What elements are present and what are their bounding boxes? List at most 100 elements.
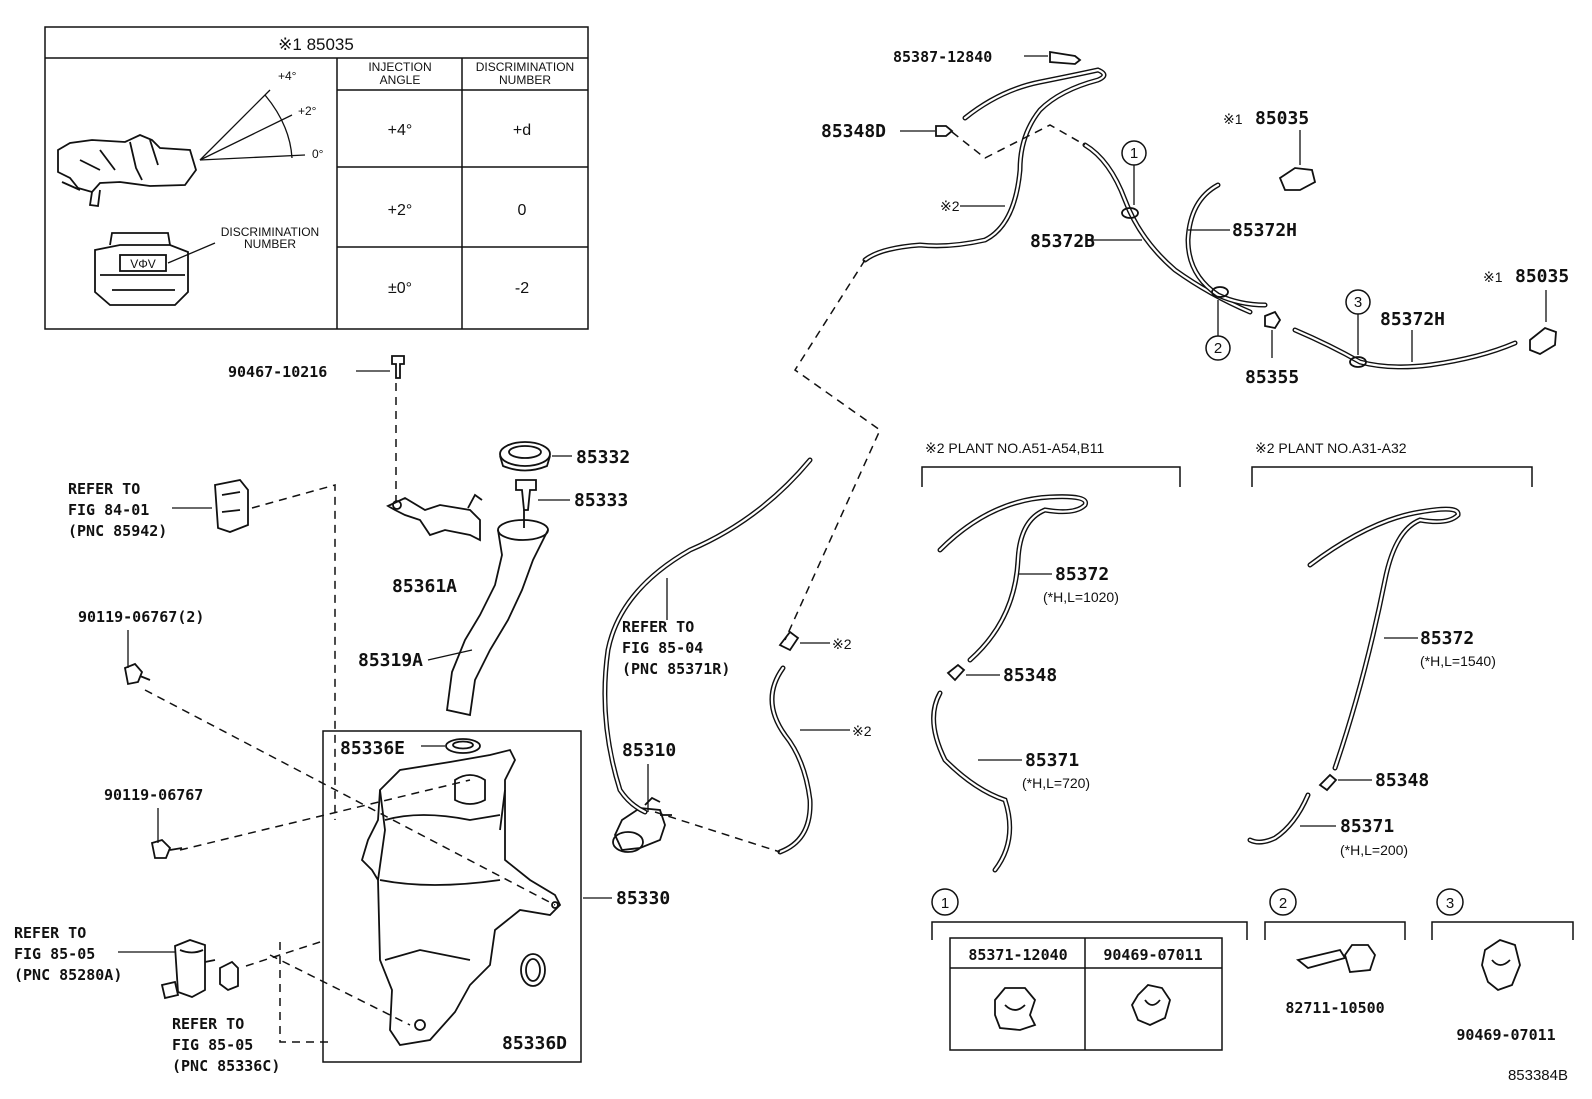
svg-text:3: 3 [1446,895,1454,912]
nozzle-85035-upper[interactable]: ※1 85035 [1223,108,1317,191]
svg-text:85330: 85330 [616,888,670,909]
clip-90469-07011: 90469-07011 [1103,946,1202,964]
plant-a-85372: 85372 [1055,564,1109,585]
inlet-pipe-85319a[interactable]: 85319A [358,510,549,717]
joint-85387-12840[interactable]: 85387-12840 [893,48,1082,66]
svg-text:REFER TO: REFER TO [68,480,140,498]
row-angle: +4° [388,122,413,139]
svg-text:(PNC 85371R): (PNC 85371R) [622,660,730,678]
plant-b-85371-note: (*H,L=200) [1340,842,1408,858]
plant-a-85372-note: (*H,L=1020) [1043,589,1119,605]
hose-center-85371: ※2 ※2 [769,630,872,855]
svg-text:FIG 85-05: FIG 85-05 [14,945,95,963]
svg-text:85372H: 85372H [1232,220,1297,241]
col-injection-angle: INJECTION [368,60,431,74]
svg-text:※2: ※2 [940,198,960,214]
ref-fig-85-05-grommet[interactable]: REFER TO FIG 85-05 (PNC 85336C) [172,1015,280,1075]
figure-id: 853384B [1508,1067,1568,1084]
svg-text:85333: 85333 [574,490,628,511]
svg-text:3: 3 [1354,294,1362,311]
svg-text:VΦV: VΦV [130,257,156,271]
plant-b-group: ※2 PLANT NO.A31-A32 85372 (*H,L=1540) 85… [1247,440,1533,858]
svg-text:90467-10216: 90467-10216 [228,363,327,381]
clip-85355[interactable]: 85355 [1245,310,1299,388]
plant-a-85371-note: (*H,L=720) [1022,775,1090,791]
row-disc: +d [513,122,531,139]
mark-2: ※2 [832,636,852,652]
nozzle-85035-right[interactable]: ※1 85035 [1483,266,1569,356]
svg-text:※1: ※1 [1483,269,1503,285]
washer-pump-85310[interactable]: 85310 [612,740,676,853]
ref-fig-85-05-pump[interactable]: REFER TO FIG 85-05 (PNC 85280A) [14,924,216,1000]
discrimination-number-label: DISCRIMINATION [221,225,319,239]
svg-text:ANGLE: ANGLE [380,73,421,87]
cap-85332[interactable]: 85332 [499,441,630,472]
part-85372b: 85372B [1030,231,1095,252]
svg-text:(PNC 85336C): (PNC 85336C) [172,1057,280,1075]
svg-text:90119-06767(2): 90119-06767(2) [78,608,204,626]
svg-text:1: 1 [1130,145,1138,162]
svg-text:85332: 85332 [576,447,630,468]
hose-ref-85371r [602,457,813,815]
svg-text:(PNC 85942): (PNC 85942) [68,522,167,540]
svg-text:85336D: 85336D [502,1033,567,1054]
injection-angle-detail: ※1 85035 INJECTION ANGLE DISCRIMINATION … [44,26,589,330]
svg-text:(PNC 85280A): (PNC 85280A) [14,966,122,984]
nozzle-check-85348d[interactable]: 85348D [821,121,954,142]
plant-b-85372-note: (*H,L=1540) [1420,653,1496,669]
ref-fig-84-01[interactable]: REFER TO FIG 84-01 (PNC 85942) [68,479,249,540]
clip-90469-07011-b: 90469-07011 [1456,1026,1555,1044]
svg-text:NUMBER: NUMBER [499,73,551,87]
svg-text:FIG 84-01: FIG 84-01 [68,501,149,519]
row-disc: -2 [515,280,529,297]
clip-85371-12040: 85371-12040 [968,946,1067,964]
gasket-85336e[interactable]: 85336E [340,738,481,759]
svg-text:85372H: 85372H [1380,309,1445,330]
clip-marker-2-upper: 2 [1205,286,1231,361]
svg-text:FIG 85-04: FIG 85-04 [622,639,703,657]
svg-text:85387-12840: 85387-12840 [893,48,992,66]
svg-text:FIG 85-05: FIG 85-05 [172,1036,253,1054]
grommet-85336d[interactable]: 85336D [502,953,567,1054]
svg-text:1: 1 [941,895,949,912]
tank-85330[interactable]: 85330 [360,748,670,1046]
row-angle: ±0° [388,280,412,297]
plant-a-title: ※2 PLANT NO.A51-A54,B11 [925,440,1105,456]
angle-label: +4° [278,69,297,83]
svg-text:85310: 85310 [622,740,676,761]
grommet-85336c [219,960,239,992]
svg-text:90119-06767: 90119-06767 [104,786,203,804]
hose-upper-main [862,67,1107,263]
svg-text:※1: ※1 [1223,111,1243,127]
mark-2-upper: ※2 [940,198,1005,214]
svg-text:REFER TO: REFER TO [622,618,694,636]
angle-label: 0° [312,147,324,161]
bolt-90467-10216[interactable]: 90467-10216 [228,355,405,381]
plant-b-title: ※2 PLANT NO.A31-A32 [1255,440,1407,456]
svg-text:85355: 85355 [1245,367,1299,388]
plant-b-85372: 85372 [1420,628,1474,649]
clip-82711-10500: 82711-10500 [1285,999,1384,1017]
mark-2: ※2 [852,723,872,739]
clip-detail-3: 3 90469-07011 [1431,888,1574,1044]
plant-a-group: ※2 PLANT NO.A51-A54,B11 85372 (*H,L=1020… [921,440,1181,873]
ref-fig-85-04[interactable]: REFER TO FIG 85-04 (PNC 85371R) [622,578,730,678]
svg-text:2: 2 [1279,895,1287,912]
dashed-leaders [144,124,1086,1043]
row-angle: +2° [388,202,413,219]
plant-b-85348: 85348 [1375,770,1429,791]
bolt-90119-06767[interactable]: 90119-06767 [104,786,203,859]
level-gauge-85333[interactable]: 85333 [515,479,628,511]
plant-a-85371: 85371 [1025,750,1079,771]
bolt-90119-06767-2[interactable]: 90119-06767(2) [78,608,204,686]
row-disc: 0 [518,202,527,219]
hose-85372h-upper: 85372H [1185,182,1297,308]
clip-marker-3-upper: 3 [1345,289,1371,368]
plant-a-85348: 85348 [1003,665,1057,686]
svg-text:85361A: 85361A [392,576,457,597]
svg-text:85319A: 85319A [358,650,423,671]
bracket-85361a[interactable]: 85361A [386,493,483,597]
clip-marker-1-upper: 1 [1121,140,1147,219]
svg-text:85336E: 85336E [340,738,405,759]
